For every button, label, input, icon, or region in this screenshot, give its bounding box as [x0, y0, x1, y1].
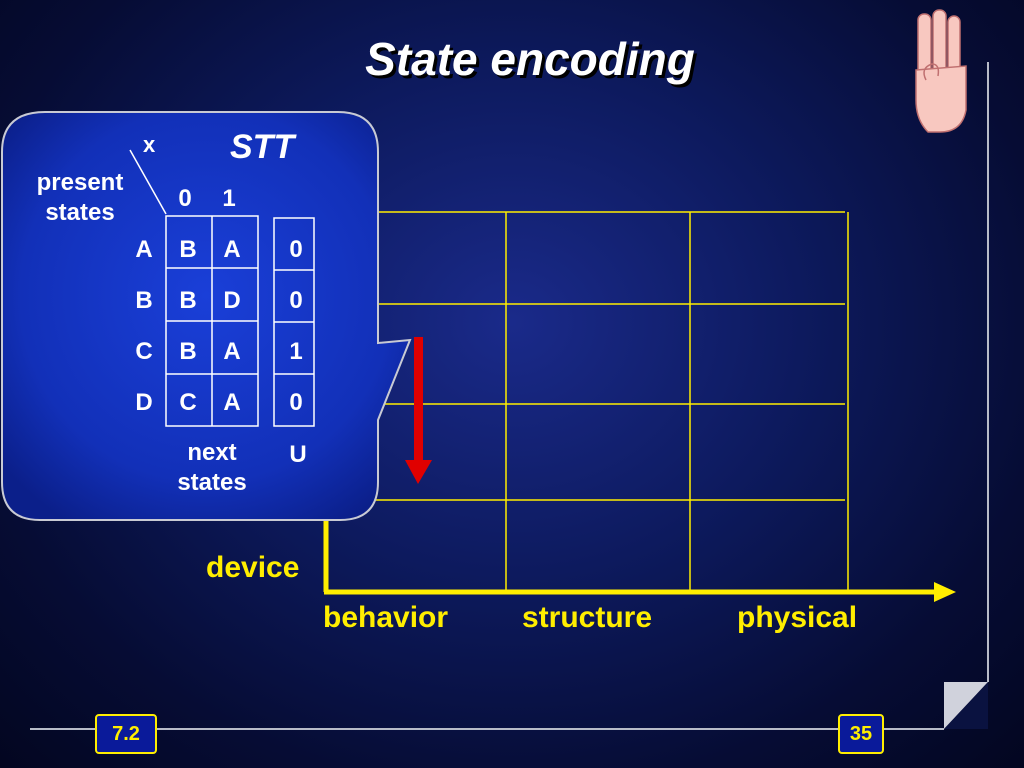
- slide-title: State encoding: [365, 33, 695, 85]
- next-state-cell: D: [223, 287, 241, 314]
- next-state-cell: C: [179, 389, 197, 416]
- three-fingers-hand-icon: [915, 9, 967, 133]
- stt-title: STT: [230, 128, 295, 166]
- callout-bubble: [1, 111, 412, 521]
- section-badge: 7.2: [95, 714, 157, 754]
- down-arrow-icon: [405, 337, 432, 484]
- next-state-cell: A: [223, 338, 241, 365]
- next-state-cell: B: [179, 287, 197, 314]
- output-cell: 0: [289, 389, 303, 416]
- input-label: x: [143, 132, 156, 157]
- output-cell: 0: [289, 287, 303, 314]
- page-number-badge: 35: [838, 714, 884, 754]
- output-label: U: [289, 441, 307, 468]
- output-cell: 0: [289, 236, 303, 263]
- page-frame: [30, 62, 989, 730]
- page-curl-icon: [944, 682, 988, 729]
- next-state-cell: B: [179, 236, 197, 263]
- grid: [330, 211, 849, 590]
- next-state-cell: A: [223, 389, 241, 416]
- present-states-label: present states: [36, 169, 124, 226]
- present-state: B: [135, 287, 153, 314]
- x-axis-label-physical: physical: [737, 601, 858, 634]
- stt-table-lines: [129, 149, 315, 427]
- x-axis-label-structure: structure: [522, 601, 653, 634]
- input-value-0: 0: [178, 185, 192, 212]
- present-state: D: [135, 389, 153, 416]
- present-state: A: [135, 236, 153, 263]
- next-states-label: next states: [177, 439, 247, 496]
- input-value-1: 1: [222, 185, 236, 212]
- x-axis-arrowhead-icon: [934, 582, 956, 602]
- output-cell: 1: [289, 338, 303, 365]
- next-state-cell: B: [179, 338, 197, 365]
- x-axis-label-behavior: behavior: [323, 601, 449, 634]
- next-state-cell: A: [223, 236, 241, 263]
- present-state: C: [135, 338, 153, 365]
- y-axis-label: device: [206, 551, 300, 584]
